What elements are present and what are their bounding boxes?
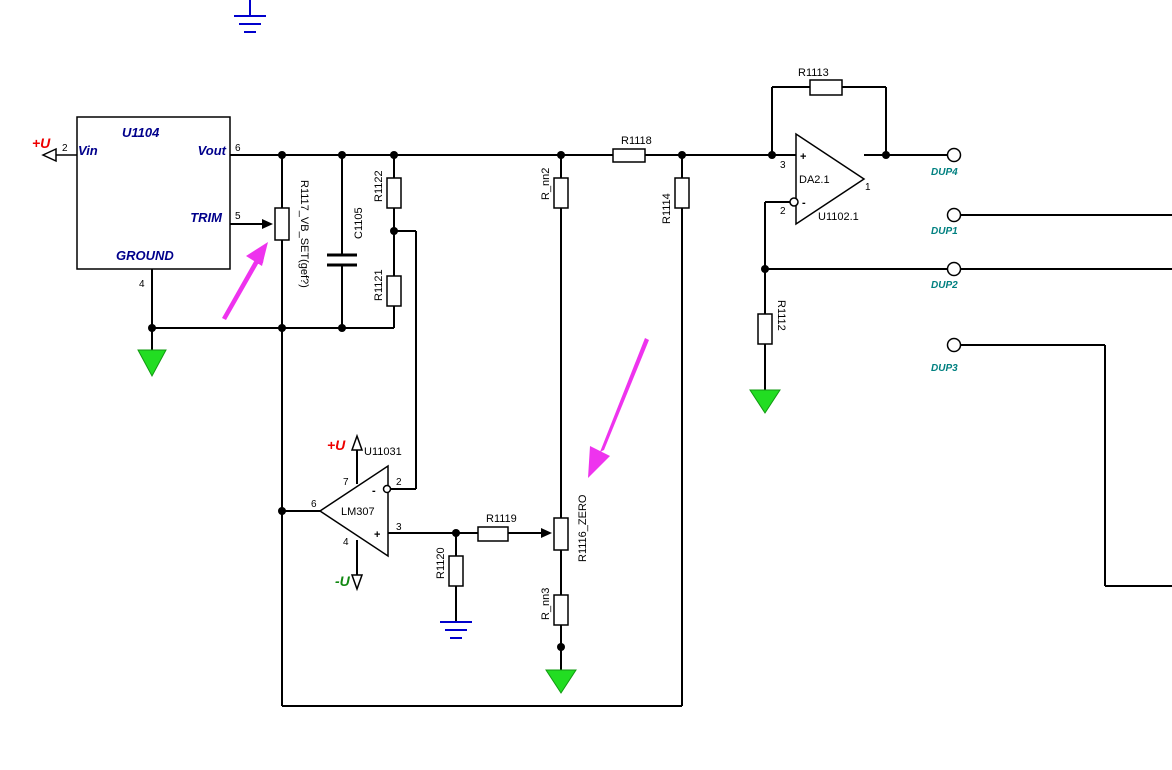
ground-symbol-top [234,0,266,33]
annotation-arrow-zero [588,338,649,478]
u1104-ground-label: GROUND [116,248,174,263]
u1104-pin4-num: 4 [139,279,145,290]
da21-pin3: 3 [780,160,786,171]
c1105-label: C1105 [353,207,365,239]
lm307-ref: U11031 [364,446,402,458]
port-dup2[interactable]: DUP2 [931,261,962,292]
u1104-trim-label: TRIM [190,210,223,225]
lm307-pin3: 3 [396,522,402,533]
ground-symbol-r1120 [440,621,472,639]
lm307-name: LM307 [341,506,375,518]
port-dup1[interactable]: DUP1 [931,207,962,238]
ground-symbol-r1112 [749,389,781,414]
u1104-supply-label: +U [32,135,51,151]
port-dup4-label: DUP4 [931,167,958,178]
r1118-label: R1118 [621,135,652,147]
opamp-lm307[interactable]: - + LM307 U11031 2 3 6 7 4 [311,446,402,558]
lm307-pin7: 7 [343,477,349,488]
lm307-supply-pos: +U [327,433,364,453]
r1122-label: R1122 [373,170,385,202]
u1104-pin2-num: 2 [62,143,68,154]
lm307-plus-sign: + [374,529,380,541]
r1117-label: R1117_VB_SET(gef?) [298,180,310,288]
u1104-vout-label: Vout [198,143,227,158]
resistor-r-nn2[interactable]: R_nn2 [540,168,569,209]
r1114-label: R1114 [661,193,673,224]
annotation-arrow-trim [222,242,268,320]
lm307-supply-neg: -U [335,573,364,592]
u1104-pin6-num: 6 [235,143,241,154]
port-dup2-label: DUP2 [931,280,958,291]
resistor-r1112[interactable]: R1112 [757,300,787,345]
lm307-pin4: 4 [343,537,349,548]
da21-pin1: 1 [865,182,871,193]
da21-plus-sign: + [800,151,806,163]
r-nn2-label: R_nn2 [540,168,552,200]
resistor-r1113[interactable]: R1113 [798,67,843,96]
resistor-r1117[interactable]: R1117_VB_SET(gef?) [262,180,310,288]
lm307-pin2: 2 [396,477,402,488]
resistor-r1119[interactable]: R1119 [477,513,517,542]
da21-name: DA2.1 [799,174,830,186]
opamp-da21[interactable]: + - DA2.1 U1102.1 3 2 1 [780,132,871,226]
da21-ref: U1102.1 [818,211,859,223]
r1116-label: R1116_ZERO [577,494,589,562]
r1112-label: R1112 [775,300,787,331]
lm307-pin6: 6 [311,499,317,510]
r1113-label: R1113 [798,67,829,79]
ground-symbol-r-nn3 [545,669,577,694]
capacitor-c1105[interactable]: C1105 [327,207,365,267]
potentiometer-r1116[interactable]: R1116_ZERO [541,494,589,562]
da21-pin2: 2 [780,206,786,217]
r-nn3-label: R_nn3 [540,588,552,620]
r1121-label: R1121 [373,269,385,301]
lm307-supply-pos-label: +U [327,437,346,453]
resistor-r1114[interactable]: R1114 [661,177,690,224]
u1104-vin-supply: +U [32,135,77,163]
port-dup4[interactable]: DUP4 [931,147,962,179]
port-dup1-label: DUP1 [931,226,958,237]
u1104-vin-label: Vin [78,143,98,158]
junction-dots [148,151,890,651]
port-dup3[interactable]: DUP3 [931,337,962,375]
lm307-supply-neg-label: -U [335,573,351,589]
ic-u1104[interactable]: U1104 Vin Vout TRIM GROUND 2 6 5 4 [62,116,241,290]
resistor-r1120[interactable]: R1120 [435,547,464,587]
r1120-label: R1120 [435,547,447,579]
port-dup3-label: DUP3 [931,363,958,374]
u1104-ref-label: U1104 [122,125,160,140]
u1104-pin5-num: 5 [235,211,241,222]
resistor-r-nn3[interactable]: R_nn3 [540,588,569,626]
da21-minus-sign: - [802,197,806,209]
resistor-r1122[interactable]: R1122 [373,170,402,209]
resistor-r1118[interactable]: R1118 [612,135,652,163]
lm307-minus-sign: - [372,485,376,497]
ground-symbol-u1104 [137,349,167,378]
resistor-r1121[interactable]: R1121 [373,269,402,307]
r1119-label: R1119 [486,513,517,525]
